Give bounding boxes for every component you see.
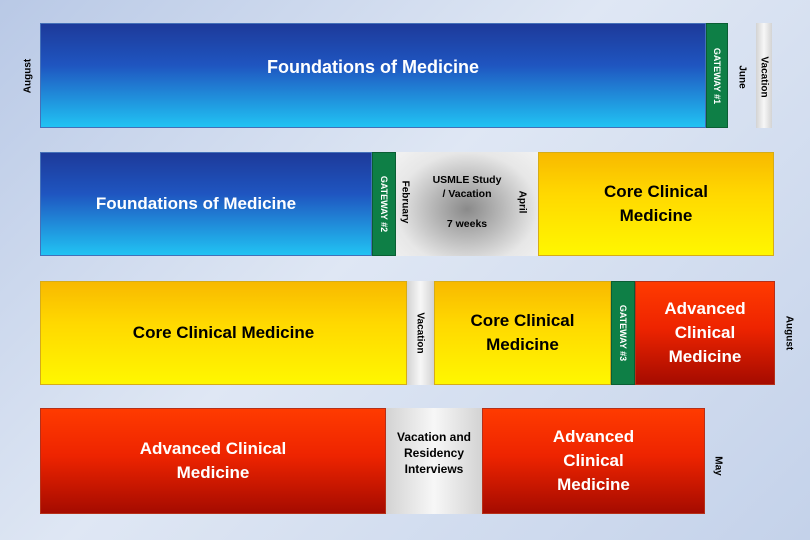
gateway-1-label: GATEWAY #1 <box>712 47 723 104</box>
month-label-august-start: August <box>22 58 34 94</box>
core-label: Core Clinical Medicine <box>604 182 708 225</box>
advanced-label-b: Advanced Clinical Medicine <box>139 439 287 482</box>
vacation-label-1: Vacation <box>758 56 770 98</box>
vacation-interviews-block: Vacation and Residency Interviews <box>386 408 482 514</box>
month-label-february: February <box>399 180 411 224</box>
advanced-label-c: Advanced Clinical Medicine <box>552 427 635 494</box>
foundations-label: Foundations of Medicine <box>267 56 479 77</box>
core-clinical-medicine-block: Core Clinical Medicine <box>538 152 774 256</box>
gateway-3-block: GATEWAY #3 <box>611 281 635 385</box>
gateway-1-block: GATEWAY #1 <box>706 23 728 128</box>
foundations-of-medicine-block-2: Foundations of Medicine <box>40 152 372 256</box>
usmle-weeks: 7 weeks <box>446 218 488 230</box>
core-label-a: Core Clinical Medicine <box>132 323 315 342</box>
gateway-3-label: GATEWAY #3 <box>618 304 629 362</box>
month-label-april: April <box>516 190 528 214</box>
advanced-clinical-medicine-block-c: Advanced Clinical Medicine <box>482 408 705 514</box>
vacation-interviews-label: Vacation and Residency Interviews <box>396 430 472 476</box>
advanced-label-a: Advanced Clinical Medicine <box>664 299 746 366</box>
timeline-row-4: Advanced Clinical Medicine Vacation and … <box>40 408 705 514</box>
timeline-row-2: Foundations of Medicine GATEWAY #2 USMLE… <box>40 152 774 256</box>
month-label-august-end: August <box>783 315 795 351</box>
usmle-label-line2: / Vacation <box>442 188 492 200</box>
core-clinical-medicine-block-a: Core Clinical Medicine <box>40 281 407 385</box>
vacation-block-2 <box>407 281 434 385</box>
foundations-of-medicine-block: Foundations of Medicine <box>40 23 706 128</box>
gateway-2-label: GATEWAY #2 <box>379 175 390 233</box>
foundations-label-2: Foundations of Medicine <box>95 194 297 213</box>
core-label-b: Core Clinical Medicine <box>470 311 575 354</box>
timeline-row-3: Core Clinical Medicine Vacation Core Cli… <box>40 281 775 385</box>
gateway-2-block: GATEWAY #2 <box>372 152 396 256</box>
vacation-block-1 <box>756 23 772 128</box>
advanced-clinical-medicine-block-b: Advanced Clinical Medicine <box>40 408 386 514</box>
usmle-study-vacation-block: USMLE Study / Vacation 7 weeks <box>396 152 538 256</box>
timeline-row-1: Foundations of Medicine GATEWAY #1 June … <box>40 23 772 128</box>
advanced-clinical-medicine-block-a: Advanced Clinical Medicine <box>635 281 775 385</box>
vacation-label-2: Vacation <box>414 312 426 354</box>
core-clinical-medicine-block-b: Core Clinical Medicine <box>434 281 611 385</box>
month-label-june: June <box>736 65 748 89</box>
usmle-label-line1: USMLE Study <box>432 174 502 186</box>
month-label-may: May <box>712 456 724 476</box>
